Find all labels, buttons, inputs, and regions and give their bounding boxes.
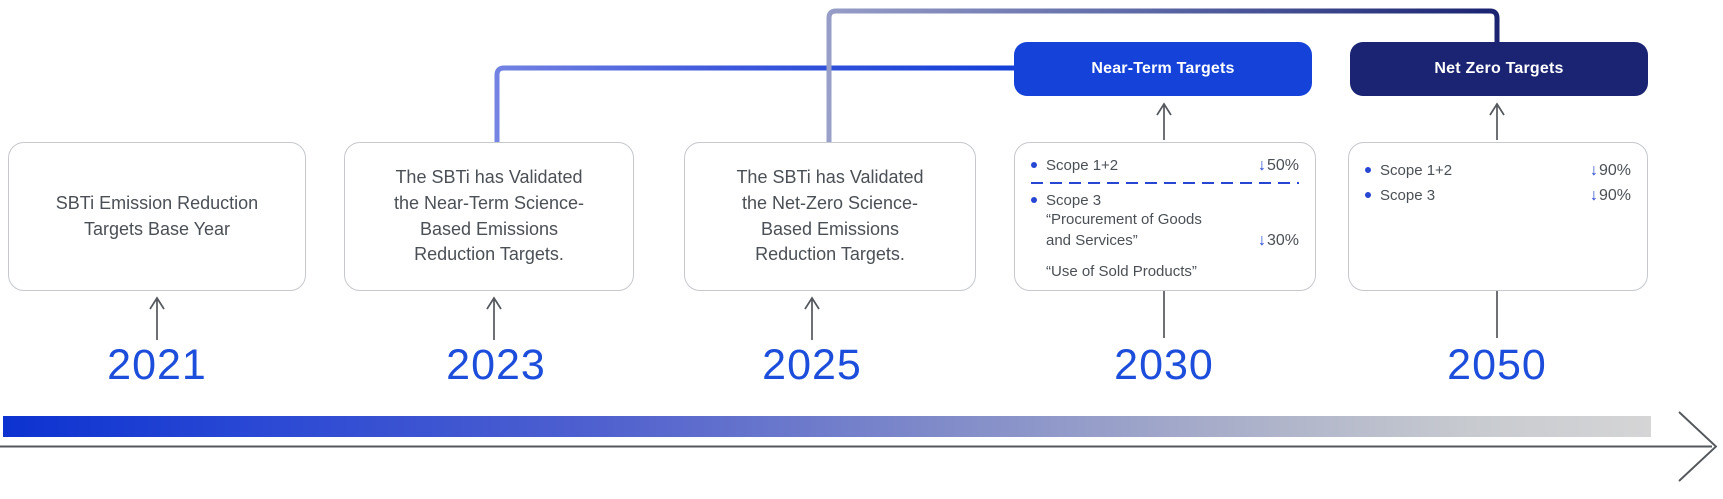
down-arrow-icon: ↓ (1257, 232, 1266, 249)
procurement-line-1: “Procurement of Goods (1046, 211, 1202, 228)
procurement-value: ↓30% (1257, 232, 1299, 249)
timeline-arrowhead-icon (1678, 411, 1718, 482)
procurement-line-2-row: and Services” ↓30% (1046, 230, 1299, 252)
use-of-sold-products: “Use of Sold Products” (1046, 263, 1197, 281)
bullet-icon (1365, 192, 1371, 198)
procurement-line-2: and Services” (1046, 232, 1138, 249)
bullet-icon (1365, 167, 1371, 173)
year-label-2021: 2021 (107, 341, 207, 389)
scope-1-2-value: ↓90% (1589, 162, 1631, 179)
card-2030: Scope 1+2 ↓50% Scope 3 “Procurement of G… (1014, 142, 1316, 291)
scope-1-2-value: ↓50% (1257, 157, 1299, 174)
bullet-icon (1031, 197, 1037, 203)
scope-1-2-row: Scope 1+2 ↓90% (1365, 162, 1631, 180)
arrow-2023-to-card (486, 296, 502, 340)
scope-3-value: ↓90% (1589, 187, 1631, 204)
scope-1-2-row: Scope 1+2 ↓50% (1031, 157, 1299, 175)
card-2023: The SBTi has Validated the Near-Term Sci… (344, 142, 634, 291)
scope-3-label: Scope 3 (1046, 192, 1102, 209)
dashed-divider (1031, 182, 1299, 184)
card-2025: The SBTi has Validated the Net-Zero Scie… (684, 142, 976, 291)
year-label-2050: 2050 (1447, 341, 1547, 389)
scope-3-row: Scope 3 ↓90% (1365, 187, 1631, 205)
card-2050: Scope 1+2 ↓90% Scope 3 ↓90% (1348, 142, 1648, 291)
bullet-icon (1031, 162, 1037, 168)
near-term-targets-label: Near-Term Targets (1091, 60, 1235, 77)
near-term-targets-pill: Near-Term Targets (1014, 42, 1312, 96)
card-2023-text: The SBTi has Validated the Near-Term Sci… (393, 167, 585, 265)
year-label-2023: 2023 (446, 341, 546, 389)
arrow-2025-to-card (804, 296, 820, 340)
scope-1-2-label: Scope 1+2 (1380, 162, 1453, 179)
net-zero-targets-pill: Net Zero Targets (1350, 42, 1648, 96)
down-arrow-icon: ↓ (1589, 162, 1598, 179)
card-2021-text: SBTi Emission Reduction Targets Base Yea… (55, 192, 259, 239)
year-label-2030: 2030 (1114, 341, 1214, 389)
down-arrow-icon: ↓ (1589, 187, 1598, 204)
arrow-2030-card-to-pill (1156, 102, 1172, 140)
arrow-2050-card-to-pill (1489, 102, 1505, 140)
net-zero-targets-label: Net Zero Targets (1434, 60, 1564, 77)
card-2025-text: The SBTi has Validated the Net-Zero Scie… (736, 167, 924, 265)
card-2021: SBTi Emission Reduction Targets Base Yea… (8, 142, 306, 291)
scope-3-details: “Procurement of Goods and Services” ↓30%… (1031, 209, 1299, 282)
scope-1-2-label: Scope 1+2 (1046, 157, 1119, 174)
arrow-2021-to-card (149, 296, 165, 340)
scope-3-row: Scope 3 (1031, 192, 1299, 209)
down-arrow-icon: ↓ (1257, 157, 1266, 174)
scope-3-label: Scope 3 (1380, 187, 1436, 204)
year-label-2025: 2025 (762, 341, 862, 389)
near-term-connector-line (494, 65, 1014, 142)
timeline-gradient-bar (3, 416, 1651, 437)
